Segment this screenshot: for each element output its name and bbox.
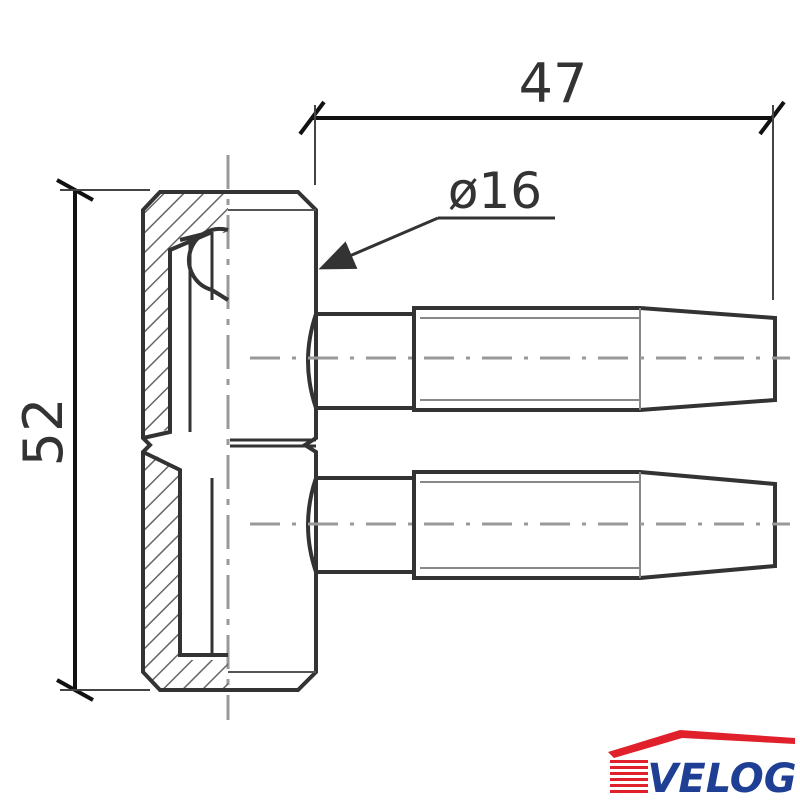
height-dimension: 52 xyxy=(12,178,150,702)
lower-pin-neck xyxy=(306,476,416,574)
width-dimension-label: 47 xyxy=(519,52,588,115)
upper-pin-neck xyxy=(306,312,416,410)
barrel-section-hatch xyxy=(143,192,228,690)
height-dimension-label: 52 xyxy=(12,398,75,467)
logo-stripes xyxy=(610,760,648,793)
diameter-callout: ø16 xyxy=(318,162,555,270)
logo-roof xyxy=(608,730,795,758)
width-tick-left xyxy=(298,100,326,136)
lower-pin xyxy=(250,470,790,580)
width-dimension: 47 xyxy=(298,52,786,300)
hinge-barrel xyxy=(141,190,318,692)
barrel-outline xyxy=(141,190,318,692)
upper-pin xyxy=(250,306,790,412)
diameter-label: ø16 xyxy=(448,162,542,220)
logo-text: VELOG xyxy=(647,756,796,800)
diameter-leader-arrow xyxy=(318,216,439,270)
velog-logo: VELOG xyxy=(608,730,797,800)
